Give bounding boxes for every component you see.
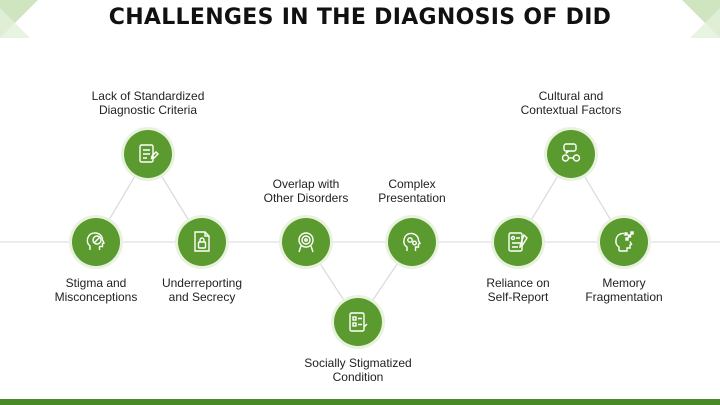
- label-complex-presentation: Complex Presentation: [378, 177, 446, 205]
- head-crossed-icon: [86, 232, 105, 250]
- node-cultural-and-contextual-factors: [547, 130, 595, 178]
- top-right-corner-decoration: [682, 0, 720, 38]
- node-lack-of-standardized-criteria: [124, 130, 172, 178]
- bottom-accent-bar: [0, 399, 720, 405]
- label-underreporting-and-secrecy: Underreporting and Secrecy: [161, 276, 243, 304]
- node-reliance-on-self-report: [494, 218, 542, 266]
- page-title: CHALLENGES IN THE DIAGNOSIS OF DID: [108, 5, 612, 30]
- node-overlap-with-other-disorders: [282, 218, 330, 266]
- fragmented-head-icon: [615, 231, 634, 252]
- label-reliance-on-self-report: Reliance on Self-Report: [486, 276, 550, 304]
- label-socially-stigmatized-condition: Socially Stigmatized Condition: [304, 356, 412, 384]
- checklist-icon: [139, 144, 159, 163]
- node-stigma-and-misconceptions: [72, 218, 120, 266]
- label-memory-fragmentation: Memory Fragmentation: [585, 276, 663, 304]
- spiral-head-icon: [298, 232, 314, 253]
- top-left-corner-decoration: [0, 0, 38, 38]
- speech-bubbles-icon: [561, 143, 581, 162]
- label-cultural-and-contextual-factors: Cultural and Contextual Factors: [520, 89, 622, 117]
- head-gears-icon: [403, 232, 421, 251]
- list-icon: [349, 312, 368, 332]
- label-lack-of-standardized-criteria: Lack of Standardized Diagnostic Criteria: [91, 89, 205, 117]
- node-underreporting-and-secrecy: [178, 218, 226, 266]
- node-socially-stigmatized-condition: [334, 298, 382, 346]
- label-stigma-and-misconceptions: Stigma and Misconceptions: [54, 276, 138, 304]
- report-pen-icon: [508, 232, 528, 252]
- label-overlap-with-other-disorders: Overlap with Other Disorders: [263, 177, 349, 205]
- locked-document-icon: [194, 231, 210, 252]
- node-memory-fragmentation: [600, 218, 648, 266]
- node-complex-presentation: [388, 218, 436, 266]
